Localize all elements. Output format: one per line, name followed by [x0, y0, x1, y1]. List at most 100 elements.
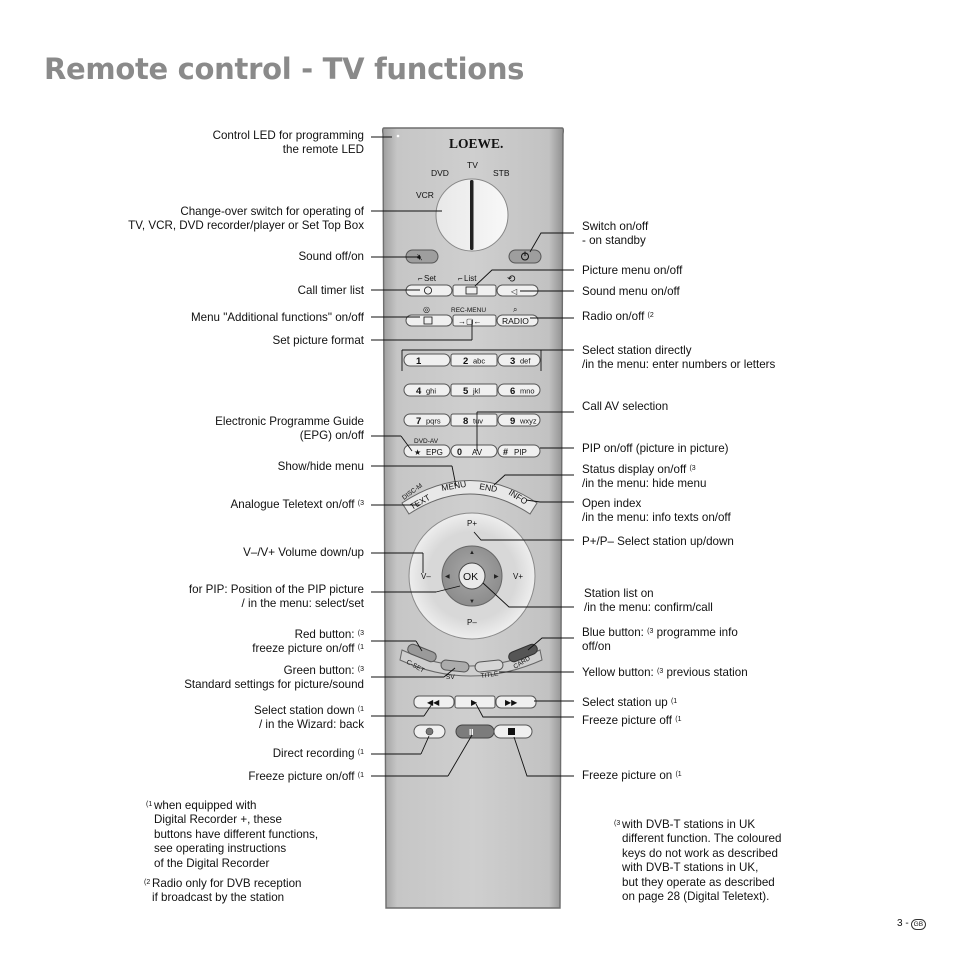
menu-button[interactable]: MENU — [441, 479, 467, 493]
epg-label: EPG — [426, 448, 443, 457]
red-button[interactable] — [406, 643, 438, 664]
digit-9-letters: wxyz — [519, 417, 537, 426]
av-button[interactable] — [450, 444, 498, 458]
digit-1-label: 1 — [416, 356, 422, 367]
label-volume: V–/V+ Volume down/up — [243, 546, 364, 559]
end-button[interactable]: END — [479, 481, 498, 494]
label-sound-off-on: Sound off/on — [298, 250, 364, 263]
control-led — [396, 134, 400, 138]
label-p-plus-minus: P+/P– Select station up/down — [582, 535, 734, 548]
power-button[interactable] — [508, 249, 542, 264]
page-title: Remote control - TV functions — [44, 52, 525, 86]
digit-7-label: 7 — [416, 416, 421, 427]
yellow-button[interactable] — [474, 659, 504, 673]
digit-8-button[interactable] — [450, 413, 498, 427]
digit-6-button[interactable] — [497, 383, 541, 397]
sound-menu-button[interactable] — [496, 284, 539, 297]
set-label-icon: ⌐ — [418, 274, 423, 283]
switch-label-vcr: VCR — [416, 190, 434, 200]
leader-right-info — [525, 499, 574, 503]
leader-left-record-up — [420, 735, 430, 755]
mute-button[interactable] — [405, 249, 439, 264]
leader-right-power — [529, 232, 574, 253]
label-status-display: Status display on/off (3/in the menu: hi… — [582, 463, 707, 491]
digit-2-button[interactable] — [450, 353, 498, 367]
record-icon — [425, 727, 434, 736]
page-number: 3 -GB — [897, 918, 927, 930]
digit-4-letters: ghi — [426, 387, 436, 396]
p-plus-label: P+ — [467, 519, 477, 528]
digit-7-letters: pqrs — [426, 417, 441, 426]
digit-2-label: 2 — [463, 356, 468, 367]
rewind-button[interactable] — [413, 695, 455, 709]
digit-9-button[interactable] — [497, 413, 541, 427]
label-sound-menu: Sound menu on/off — [582, 285, 680, 298]
digit-6-letters: mno — [520, 387, 535, 396]
arc-button-bed — [401, 480, 538, 515]
leader-right-ok — [482, 582, 574, 608]
digit-8-letters: tuv — [473, 417, 483, 426]
label-yellow-button: Yellow button: (3 previous station — [582, 666, 748, 679]
digit-8-label: 8 — [463, 416, 468, 427]
digit-4-button[interactable] — [403, 383, 451, 397]
picture-icon — [465, 286, 478, 295]
leader-right-end — [493, 474, 574, 486]
label-direct-recording: Direct recording (1 — [272, 747, 364, 760]
leader-right-pplus — [473, 531, 574, 541]
label-open-index: Open index /in the menu: info texts on/o… — [582, 497, 731, 525]
leader-right-picture — [474, 269, 574, 287]
leader-right-blue — [527, 637, 574, 651]
digit-1-button[interactable] — [403, 353, 451, 367]
switch-label-dvd: DVD — [431, 168, 449, 178]
pip-button[interactable] — [497, 444, 541, 458]
brand-logo: LOEWE. — [449, 136, 503, 151]
search-icon: ⌕ — [513, 305, 517, 314]
digit-5-button[interactable] — [450, 383, 498, 397]
nav-up-icon: ▲ — [469, 550, 475, 556]
stop-icon — [508, 728, 515, 735]
digit-7-button[interactable] — [403, 413, 451, 427]
picture-format-button[interactable] — [452, 314, 497, 327]
speaker-icon: ◁ — [511, 287, 518, 296]
label-freeze-on-off: Freeze picture on/off (1 — [248, 770, 364, 783]
fast-forward-button[interactable] — [495, 695, 537, 709]
leader-left-epg-down — [400, 435, 413, 452]
radio-button[interactable] — [496, 314, 539, 327]
change-over-switch-pointer — [470, 180, 474, 250]
nav-left-icon: ◀ — [445, 574, 450, 580]
digit-3-letters: def — [520, 357, 531, 366]
pip-label: PIP — [514, 448, 527, 457]
leader-left-pip-up — [435, 585, 461, 593]
picture-menu-button[interactable] — [452, 284, 497, 297]
label-radio: Radio on/off (2 — [582, 310, 654, 323]
green-button[interactable] — [440, 659, 470, 673]
digit-3-button[interactable] — [497, 353, 541, 367]
nav-down-icon: ▼ — [469, 599, 475, 605]
country-badge: GB — [910, 919, 927, 930]
additional-functions-button[interactable] — [405, 314, 453, 327]
leader-left-rewind-up — [423, 703, 433, 717]
hash-label: # — [503, 447, 508, 457]
picture-format-icon: →▢← — [458, 317, 482, 326]
label-freeze-on: Freeze picture on (1 — [582, 769, 682, 782]
plus-box-icon — [423, 316, 433, 325]
timer-button[interactable] — [405, 284, 453, 297]
radio-label: RADIO — [502, 316, 529, 326]
list-label: List — [464, 274, 477, 283]
label-select-station-directly: Select station directly /in the menu: en… — [582, 344, 776, 372]
pause-icon: II — [469, 728, 473, 737]
leader-left-green-up — [443, 667, 456, 678]
play-button[interactable] — [454, 695, 496, 709]
digit-9-label: 9 — [510, 416, 515, 427]
label-select-station-up: Select station up (1 — [582, 696, 678, 709]
v-plus-label: V+ — [513, 572, 523, 581]
ok-button[interactable] — [458, 562, 486, 590]
v-minus-label: V– — [421, 572, 431, 581]
epg-button[interactable] — [403, 444, 451, 458]
sv-label: SV — [446, 674, 455, 681]
